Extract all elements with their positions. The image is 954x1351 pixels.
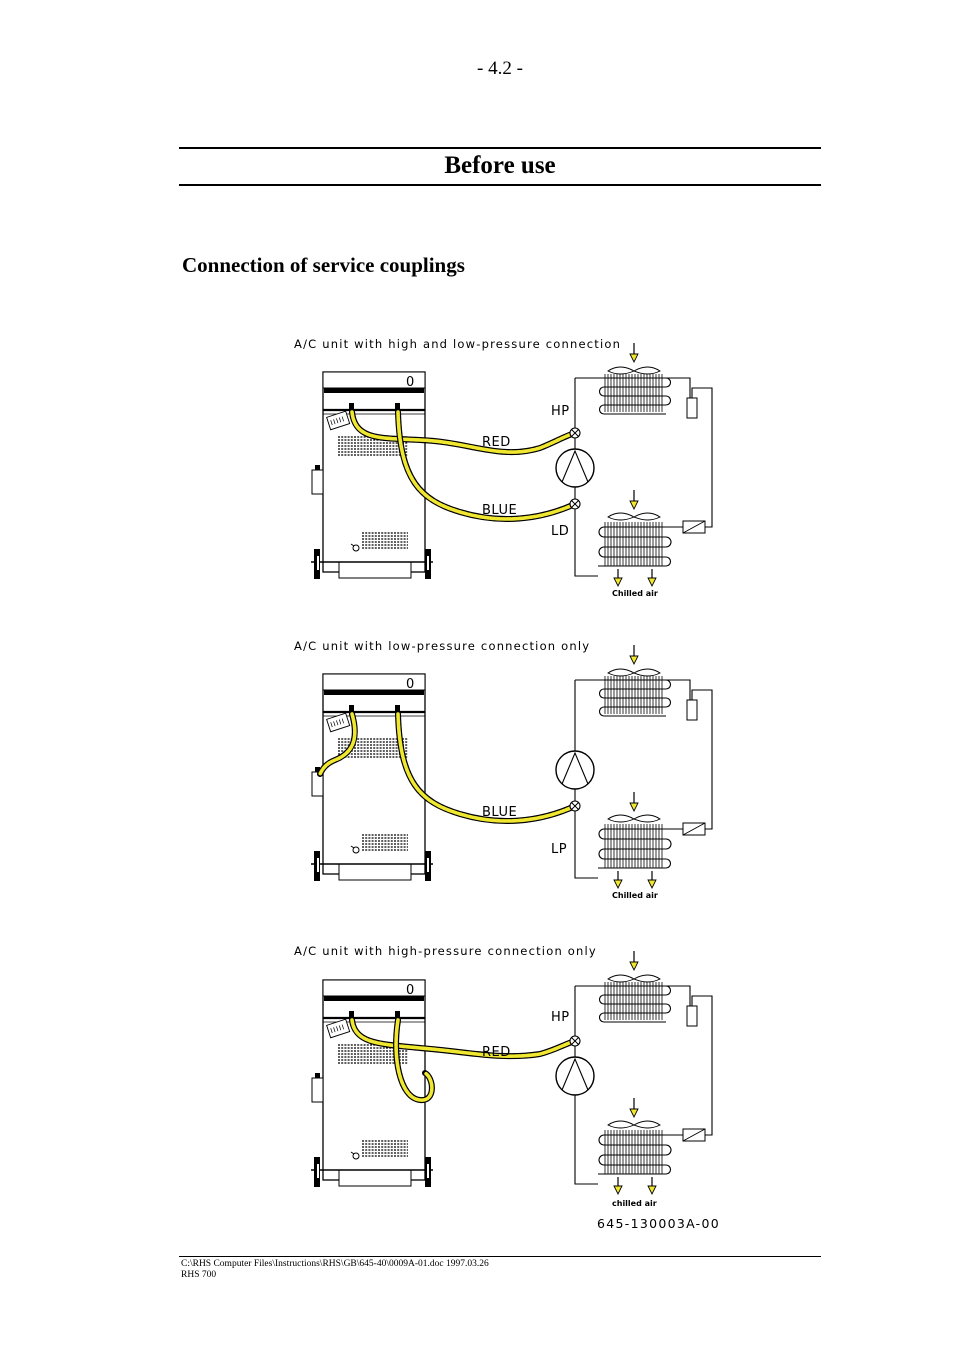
footer-file-path: C:\RHS Computer Files\Instructions\RHS\G… [181,1259,489,1269]
ac-system [555,342,713,587]
parked-hose [318,712,357,776]
low-pressure-valve [569,498,581,510]
red-hose [350,410,577,454]
port-label-ld: LD [551,524,569,539]
diagram-caption: A/C unit with low-pressure connection on… [294,639,590,653]
ac-system [555,950,713,1195]
low-pressure-valve [569,800,581,812]
gauge-label: 0 [406,677,415,692]
red-hose [350,1018,577,1058]
high-pressure-valve [569,427,581,439]
port-label-lp: LP [551,842,567,857]
parked-hose [394,1018,434,1102]
high-pressure-valve [569,1035,581,1047]
air-label: chilled air [612,1199,657,1208]
diagram-high-and-low-pressure: A/C unit with high and low-pressure conn… [294,337,713,598]
hose-label-blue: BLUE [482,503,517,518]
drawing-number: 645-130003A-00 [597,1216,720,1231]
title-rule-top [179,147,821,149]
air-label: Chilled air [612,891,658,900]
ac-system [555,644,713,889]
diagram-caption: A/C unit with high-pressure connection o… [294,944,597,958]
footer-model: RHS 700 [181,1270,217,1280]
section-heading: Connection of service couplings [182,253,465,277]
blue-hose [396,410,577,521]
hose-label-red: RED [482,1045,511,1060]
diagram-high-pressure-only: A/C unit with high-pressure connection o… [294,944,713,1208]
port-label-hp: HP [551,1010,570,1025]
diagram-caption: A/C unit with high and low-pressure conn… [294,337,621,351]
hose-label-blue: BLUE [482,805,517,820]
diagram-low-pressure-only: A/C unit with low-pressure connection on… [294,639,713,900]
footer-rule [179,1256,821,1257]
page-number: - 4.2 - [477,58,523,79]
gauge-label: 0 [406,375,415,390]
blue-hose [396,712,577,823]
air-label: Chilled air [612,589,658,598]
port-label-hp: HP [551,404,570,419]
recovery-station [309,370,435,581]
recovery-station [309,672,435,883]
recovery-station [309,978,435,1189]
page-title: Before use [444,152,556,179]
gauge-label: 0 [406,983,415,998]
hose-label-red: RED [482,435,511,450]
title-rule-bottom [179,184,821,186]
